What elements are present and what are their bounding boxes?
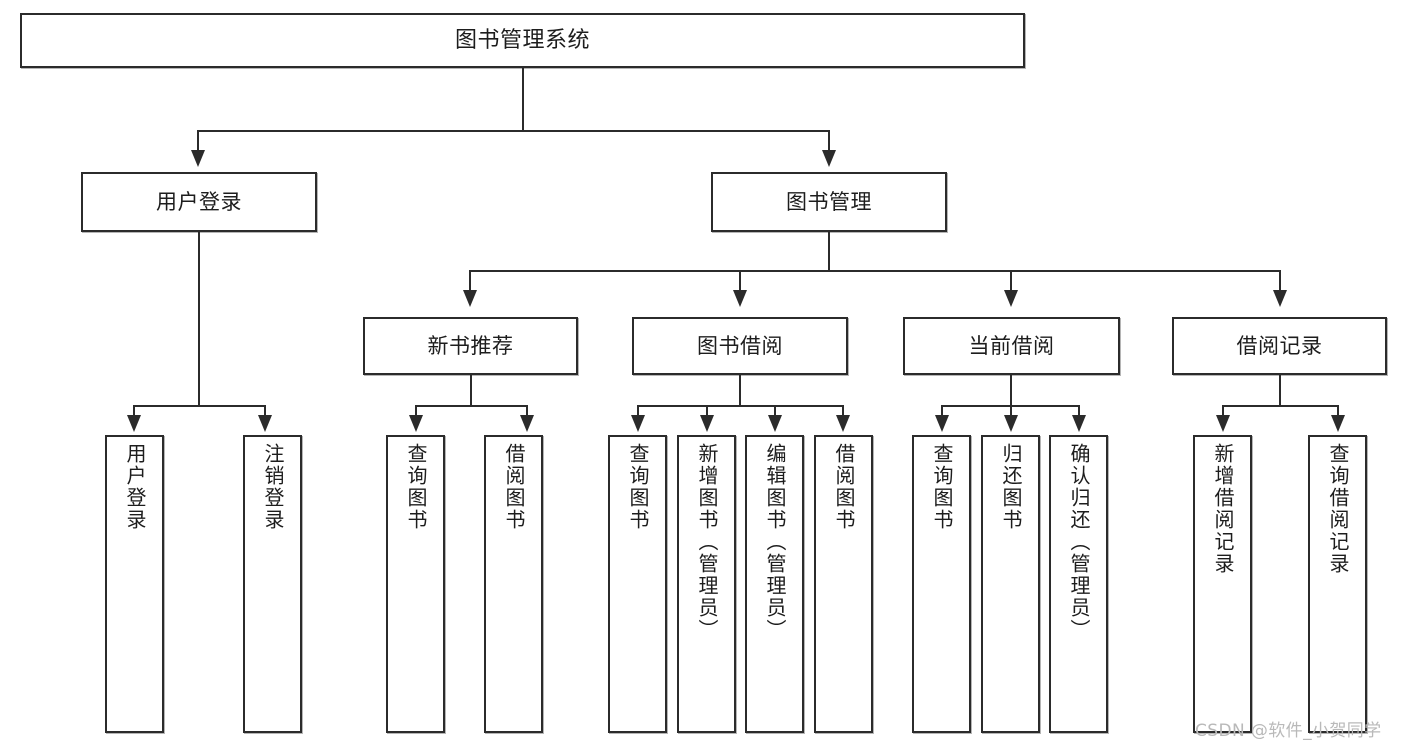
node-label: 编辑图书（管理员）: [763, 443, 787, 641]
connector-cb-drop-2: [1078, 405, 1080, 417]
node-root-book-management-system[interactable]: 图书管理系统: [20, 13, 1025, 68]
arrow-to-leaf-nbr-1: [520, 415, 534, 432]
leaf-br-add-record[interactable]: 新增借阅记录: [1193, 435, 1252, 733]
arrow-to-leaf-bb-2: [768, 415, 782, 432]
node-label: 新书推荐: [427, 333, 514, 358]
leaf-user-login-login[interactable]: 用户登录: [105, 435, 164, 733]
arrow-to-leaf-br-1: [1331, 415, 1345, 432]
node-label: 查询图书: [404, 443, 428, 531]
arrow-to-book-management: [822, 150, 836, 167]
node-label: 图书管理: [786, 189, 872, 214]
connector-bb-drop-2: [774, 405, 776, 417]
connector-cb-drop-0: [941, 405, 943, 417]
node-current-borrow[interactable]: 当前借阅: [903, 317, 1120, 375]
arrow-to-leaf-cb-2: [1072, 415, 1086, 432]
node-label: 用户登录: [156, 189, 242, 214]
connector-root-stem: [522, 68, 524, 131]
arrow-to-leaf-bb-3: [836, 415, 850, 432]
connector-nbr-drop-1: [526, 405, 528, 417]
leaf-user-login-logout[interactable]: 注销登录: [243, 435, 302, 733]
connector-level3-drop-0: [469, 270, 471, 290]
node-label: 借阅图书: [502, 443, 526, 531]
connector-new-book-recommend-bus: [415, 405, 528, 407]
node-label: 查询借阅记录: [1326, 443, 1350, 575]
connector-br-drop-1: [1337, 405, 1339, 417]
leaf-nbr-borrow-book[interactable]: 借阅图书: [484, 435, 543, 733]
arrow-to-book-borrow: [733, 290, 747, 307]
node-book-borrow[interactable]: 图书借阅: [632, 317, 848, 375]
connector-cb-drop-1: [1010, 405, 1012, 417]
arrow-to-leaf-nbr-0: [409, 415, 423, 432]
node-label: 新增借阅记录: [1211, 443, 1235, 575]
leaf-bb-add-book-admin[interactable]: 新增图书（管理员）: [677, 435, 736, 733]
node-label: 借阅图书: [832, 443, 856, 531]
leaf-cb-return-book[interactable]: 归还图书: [981, 435, 1040, 733]
connector-current-borrow-stem: [1010, 375, 1012, 406]
node-label: 新增图书（管理员）: [695, 443, 719, 641]
leaf-cb-confirm-return-admin[interactable]: 确认归还（管理员）: [1049, 435, 1108, 733]
connector-book-borrow-bus: [637, 405, 844, 407]
connector-level1-bus: [197, 130, 830, 132]
connector-borrow-record-stem: [1279, 375, 1281, 406]
connector-br-drop-0: [1222, 405, 1224, 417]
leaf-bb-query-book[interactable]: 查询图书: [608, 435, 667, 733]
node-label: 查询图书: [626, 443, 650, 531]
node-label: 借阅记录: [1236, 333, 1323, 358]
arrow-to-new-book-recommend: [463, 290, 477, 307]
connector-level3-drop-2: [1010, 270, 1012, 290]
node-label: 确认归还（管理员）: [1067, 443, 1091, 641]
connector-level3-drop-3: [1279, 270, 1281, 290]
arrow-to-leaf-bb-0: [631, 415, 645, 432]
node-label: 注销登录: [261, 443, 285, 531]
leaf-cb-query-book[interactable]: 查询图书: [912, 435, 971, 733]
arrow-to-borrow-record: [1273, 290, 1287, 307]
connector-new-book-recommend-stem: [470, 375, 472, 406]
node-label: 图书借阅: [697, 333, 783, 358]
node-label: 当前借阅: [968, 333, 1055, 358]
connector-bb-drop-3: [842, 405, 844, 417]
arrow-to-leaf-bb-1: [700, 415, 714, 432]
node-label: 查询图书: [930, 443, 954, 531]
node-label: 用户登录: [123, 443, 147, 531]
connector-nbr-drop-0: [415, 405, 417, 417]
connector-book-borrow-stem: [739, 375, 741, 406]
arrow-to-user-login: [191, 150, 205, 167]
arrow-to-leaf-cb-0: [935, 415, 949, 432]
node-user-login[interactable]: 用户登录: [81, 172, 317, 232]
connector-level1-drop-right: [828, 130, 830, 150]
connector-level3-bus: [469, 270, 1281, 272]
connector-user-login-stem: [198, 232, 200, 406]
arrow-to-leaf-br-0: [1216, 415, 1230, 432]
connector-book-management-stem: [828, 232, 830, 271]
node-borrow-record[interactable]: 借阅记录: [1172, 317, 1387, 375]
connector-level3-drop-1: [739, 270, 741, 290]
connector-borrow-record-bus: [1222, 405, 1339, 407]
leaf-nbr-query-book[interactable]: 查询图书: [386, 435, 445, 733]
node-new-book-recommend[interactable]: 新书推荐: [363, 317, 578, 375]
leaf-bb-borrow-book[interactable]: 借阅图书: [814, 435, 873, 733]
arrow-to-leaf-user-login-1: [258, 415, 272, 432]
node-book-management[interactable]: 图书管理: [711, 172, 947, 232]
node-label: 图书管理系统: [454, 27, 590, 53]
arrow-to-leaf-cb-1: [1004, 415, 1018, 432]
connector-bb-drop-0: [637, 405, 639, 417]
arrow-to-current-borrow: [1004, 290, 1018, 307]
connector-bb-drop-1: [706, 405, 708, 417]
connector-level1-drop-left: [197, 130, 199, 150]
node-label: 归还图书: [999, 443, 1023, 531]
connector-user-login-bus: [133, 405, 266, 407]
leaf-bb-edit-book-admin[interactable]: 编辑图书（管理员）: [745, 435, 804, 733]
connector-user-login-drop-0: [133, 405, 135, 417]
connector-user-login-drop-1: [264, 405, 266, 417]
leaf-br-query-record[interactable]: 查询借阅记录: [1308, 435, 1367, 733]
arrow-to-leaf-user-login-0: [127, 415, 141, 432]
